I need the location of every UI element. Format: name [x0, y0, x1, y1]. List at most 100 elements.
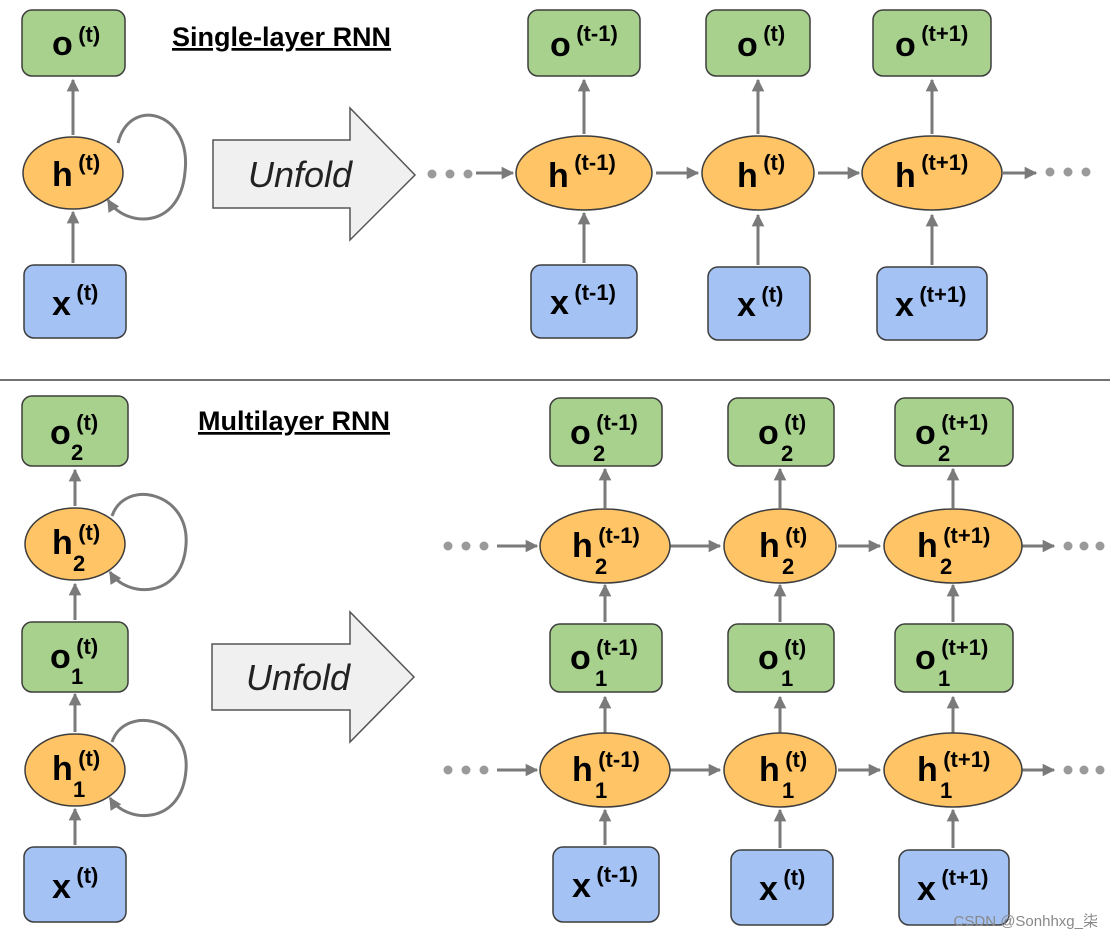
- input-label-single-tp1: x (t+1): [895, 282, 966, 324]
- ellipsis-left-layer1: [443, 765, 489, 775]
- output-label-single-t: o (t): [737, 21, 785, 64]
- output2-label-multi-folded: o (t): [50, 410, 98, 452]
- input-node-single-folded: [23, 264, 127, 339]
- recurrent-loop-single: [106, 113, 187, 221]
- hidden1-sub-multi-folded: 1: [73, 777, 85, 802]
- unfold-arrow-multi: Unfold: [211, 610, 416, 744]
- output1-node-multi-tm1: [549, 623, 663, 693]
- watermark: CSDN @Sonhhxg_柒: [954, 913, 1098, 930]
- hidden2-node-multi-tm1: [539, 508, 671, 584]
- hidden1-label-multi-folded: h (t): [52, 746, 100, 788]
- output1-node-multi-folded: [21, 621, 129, 693]
- output1-sub-multi-t: 1: [781, 666, 793, 691]
- hidden2-sub-multi-tm1: 2: [595, 554, 607, 579]
- unfold-label-single: Unfold: [248, 154, 353, 195]
- hidden2-sub-multi-tp1: 2: [940, 554, 952, 579]
- hidden-label-single-tp1: h (t+1): [895, 150, 968, 195]
- input-node-single-tm1: [530, 264, 638, 339]
- input-label-multi-folded: x (t): [52, 863, 98, 906]
- input-label-multi-tp1: x (t+1): [917, 865, 988, 908]
- input-label-multi-t: x (t): [759, 865, 805, 908]
- ellipsis-right-layer1: [1063, 765, 1105, 775]
- hidden1-label-multi-tm1: h (t-1): [572, 747, 640, 789]
- output-node-single-tm1: [527, 9, 641, 77]
- output-label-single-folded: o (t): [52, 22, 100, 63]
- input-label-single-tm1: x (t-1): [550, 280, 616, 322]
- ellipsis-right-layer2: [1063, 541, 1105, 551]
- hidden-label-single-folded: h (t): [52, 150, 100, 194]
- recurrent-loop-layer1: [108, 718, 188, 818]
- hidden1-sub-multi-tp1: 1: [940, 778, 952, 803]
- output1-node-multi-t: [727, 623, 835, 693]
- hidden2-label-multi-folded: h (t): [52, 520, 100, 562]
- hidden-node-single-tp1: [861, 135, 1003, 211]
- ellipsis-right-single: [1045, 167, 1091, 177]
- output-label-single-tm1: o (t-1): [550, 21, 618, 64]
- input-node-multi-tp1: [898, 849, 1010, 926]
- hidden2-sub-multi-t: 2: [782, 554, 794, 579]
- input-label-single-folded: x (t): [52, 280, 98, 323]
- hidden1-sub-multi-tm1: 1: [595, 778, 607, 803]
- hidden2-label-multi-tp1: h (t+1): [917, 523, 990, 565]
- hidden1-node-multi-tm1: [539, 732, 671, 808]
- output2-label-multi-tp1: o (t+1): [915, 410, 988, 452]
- output-node-single-tp1: [872, 9, 992, 77]
- single-folded: o (t) h (t) x (t): [21, 9, 187, 339]
- output2-sub-multi-tm1: 2: [593, 441, 605, 466]
- output-node-single-t: [705, 9, 811, 77]
- output1-sub-multi-folded: 1: [71, 664, 83, 689]
- output1-label-multi-tm1: o (t-1): [570, 635, 638, 677]
- input-node-multi-folded: [23, 846, 127, 923]
- output1-label-multi-t: o (t): [758, 635, 806, 677]
- hidden2-label-multi-t: h (t): [759, 523, 807, 565]
- hidden1-sub-multi-t: 1: [782, 778, 794, 803]
- output-label-single-tp1: o (t+1): [895, 21, 968, 64]
- input-node-multi-tm1: [552, 846, 660, 923]
- output2-sub-multi-folded: 2: [71, 440, 83, 465]
- output1-node-multi-tp1: [894, 623, 1014, 693]
- output2-node-multi-folded: [21, 395, 129, 467]
- hidden1-node-multi-t: [723, 732, 837, 808]
- unfold-arrow-single: Unfold: [212, 106, 417, 242]
- hidden1-node-multi-tp1: [883, 732, 1023, 808]
- single-layer-title: Single-layer RNN: [172, 22, 391, 52]
- output2-sub-multi-t: 2: [781, 441, 793, 466]
- multilayer-title: Multilayer RNN: [198, 406, 390, 436]
- ellipsis-left-layer2: [443, 541, 489, 551]
- output2-node-multi-tm1: [549, 397, 663, 467]
- hidden1-node-multi-folded: [24, 733, 126, 807]
- output2-node-multi-t: [727, 397, 835, 467]
- hidden-node-single-t: [701, 135, 815, 211]
- hidden1-label-multi-tp1: h (t+1): [917, 747, 990, 789]
- input-label-single-t: x (t): [737, 282, 783, 324]
- input-node-single-t: [707, 266, 811, 341]
- hidden1-label-multi-t: h (t): [759, 747, 807, 789]
- output1-sub-multi-tp1: 1: [938, 666, 950, 691]
- hidden2-node-multi-t: [723, 508, 837, 584]
- output-node-single-folded: [21, 9, 126, 77]
- output1-label-multi-folded: o (t): [50, 634, 98, 676]
- multi-unfolded: o (t-1) 2 h (t-1) 2 o (t-1) 1 h (t-1) 1 …: [443, 397, 1105, 926]
- unfold-label-multi: Unfold: [246, 657, 351, 698]
- input-node-single-tp1: [876, 266, 988, 341]
- hidden-label-single-t: h (t): [737, 150, 785, 195]
- hidden-node-single-tm1: [515, 135, 653, 211]
- hidden2-node-multi-tp1: [883, 508, 1023, 584]
- recurrent-loop-layer2: [108, 492, 188, 592]
- hidden-node-single-folded: [22, 136, 124, 210]
- output1-label-multi-tp1: o (t+1): [915, 635, 988, 677]
- output2-node-multi-tp1: [894, 397, 1014, 467]
- single-unfolded: o (t-1) h (t-1) x (t-1) o (t) h (t) x (t…: [427, 9, 1091, 341]
- output1-sub-multi-tm1: 1: [595, 666, 607, 691]
- ellipsis-left-single: [427, 169, 473, 179]
- output2-sub-multi-tp1: 2: [938, 441, 950, 466]
- hidden2-sub-multi-folded: 2: [73, 551, 85, 576]
- input-node-multi-t: [730, 849, 834, 926]
- output2-label-multi-t: o (t): [758, 410, 806, 452]
- hidden2-label-multi-tm1: h (t-1): [572, 523, 640, 565]
- hidden-label-single-tm1: h (t-1): [548, 150, 616, 195]
- hidden2-node-multi-folded: [24, 507, 126, 581]
- input-label-multi-tm1: x (t-1): [572, 862, 638, 905]
- multi-folded: o (t) 2 h (t) 2 o (t) 1 h (t) 1 x (t): [21, 395, 188, 923]
